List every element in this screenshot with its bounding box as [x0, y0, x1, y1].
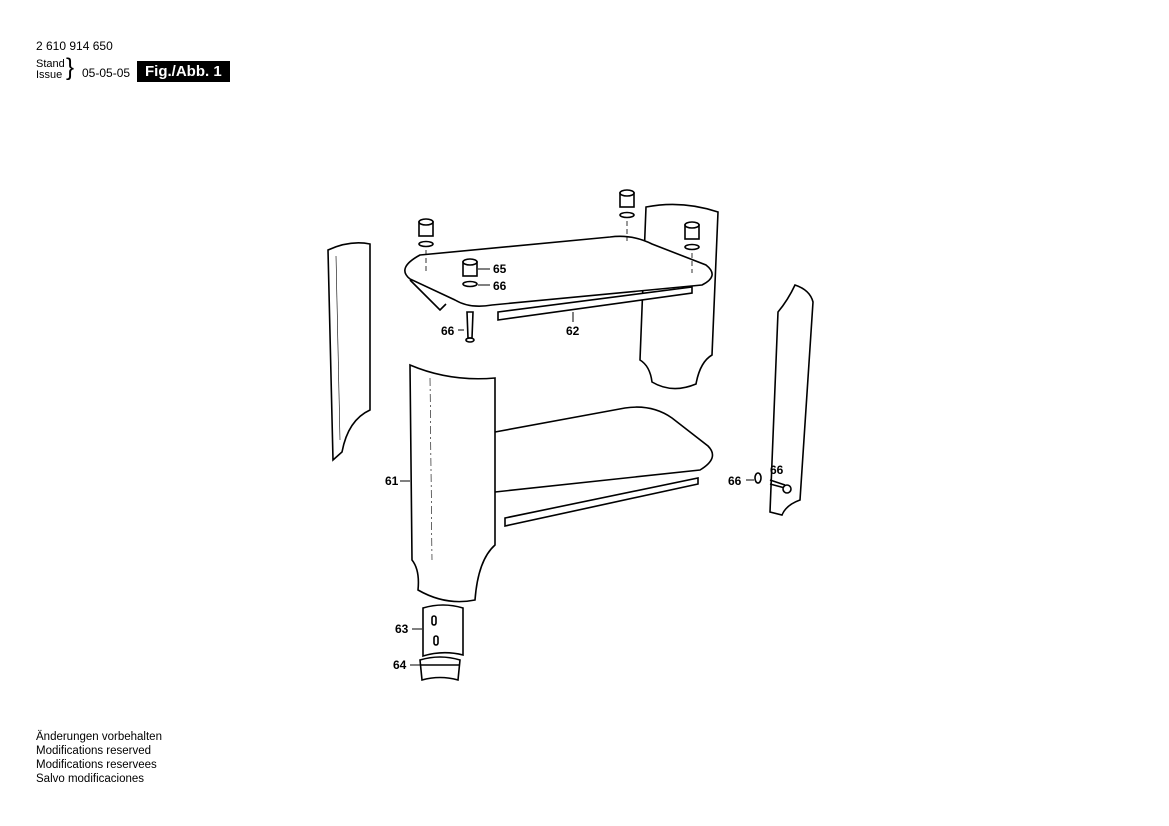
washer-icon [754, 472, 762, 484]
callout-64: 64 [393, 658, 407, 672]
note-en: Modifications reserved [36, 745, 152, 757]
callout-62: 62 [566, 324, 580, 338]
callout-66: 66 [493, 279, 507, 293]
figure-label: Fig./Abb. 1 [137, 61, 230, 82]
right-panel [769, 284, 814, 516]
foot-plate [422, 604, 464, 658]
part-number: 2 610 914 650 [36, 39, 113, 53]
foot-cap [419, 656, 461, 682]
callout-63: 63 [395, 622, 409, 636]
callout-66: 66 [441, 324, 455, 338]
top-shelf [404, 235, 713, 307]
back-left-panel [327, 242, 371, 462]
knob-icons [418, 189, 700, 288]
bottom-shelf [494, 406, 714, 493]
issue-date: 05-05-05 [82, 66, 131, 80]
screw-icon [466, 311, 474, 339]
callout-65: 65 [493, 262, 507, 276]
note-es: Salvo modificaciones [36, 773, 145, 785]
brace-symbol: } [66, 54, 75, 81]
callout-66: 66 [728, 474, 742, 488]
stand-issue-label: Stand Issue [36, 59, 65, 81]
bottom-shelf-front-rail [504, 477, 699, 527]
callout-61: 61 [385, 474, 399, 488]
issue-label: Issue [36, 69, 63, 81]
callout-66: 66 [770, 463, 784, 477]
front-left-panel [409, 363, 496, 603]
top-shelf-lip-left [409, 279, 447, 312]
note-de: Änderungen vorbehalten [36, 731, 162, 743]
modification-notes: Änderungen vorbehalten Modifications res… [36, 730, 162, 786]
top-shelf-front-rail [497, 286, 693, 321]
stand-label: Stand [36, 58, 65, 70]
note-fr: Modifications reservees [36, 759, 157, 771]
